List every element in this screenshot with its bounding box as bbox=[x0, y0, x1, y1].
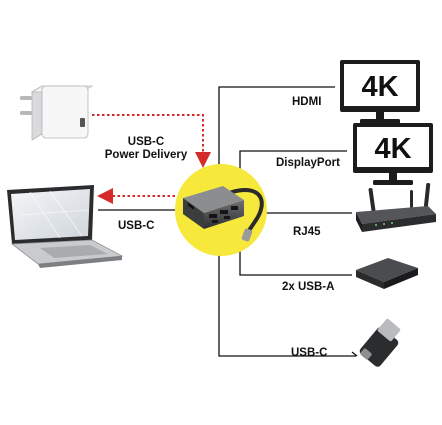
dp-monitor-text: 4K bbox=[374, 133, 411, 165]
monitor-icon: 4K bbox=[340, 60, 420, 124]
usba-label: 2x USB-A bbox=[282, 281, 334, 293]
usb-c-hub-icon bbox=[183, 186, 264, 242]
usbc-label: USB-C bbox=[291, 347, 327, 359]
hdmi-label: HDMI bbox=[292, 96, 321, 108]
laptop-icon bbox=[7, 185, 124, 268]
hdmi-monitor-text: 4K bbox=[361, 71, 398, 103]
power-adapter-icon bbox=[20, 85, 94, 141]
laptop-link-label: USB-C bbox=[118, 220, 154, 232]
power-label-line2: Power Delivery bbox=[105, 149, 188, 161]
power-delivery-arrow bbox=[92, 114, 211, 168]
external-drive-icon bbox=[356, 258, 418, 289]
router-icon bbox=[356, 183, 436, 232]
displayport-label: DisplayPort bbox=[276, 157, 340, 169]
monitor-icon: 4K bbox=[353, 123, 433, 185]
labels: USB-C Power Delivery USB-C HDMI DisplayP… bbox=[105, 96, 340, 359]
power-arrows bbox=[92, 114, 211, 204]
usb-stick-icon bbox=[351, 318, 401, 367]
power-label-line1: USB-C bbox=[128, 136, 164, 148]
rj45-label: RJ45 bbox=[293, 226, 321, 238]
